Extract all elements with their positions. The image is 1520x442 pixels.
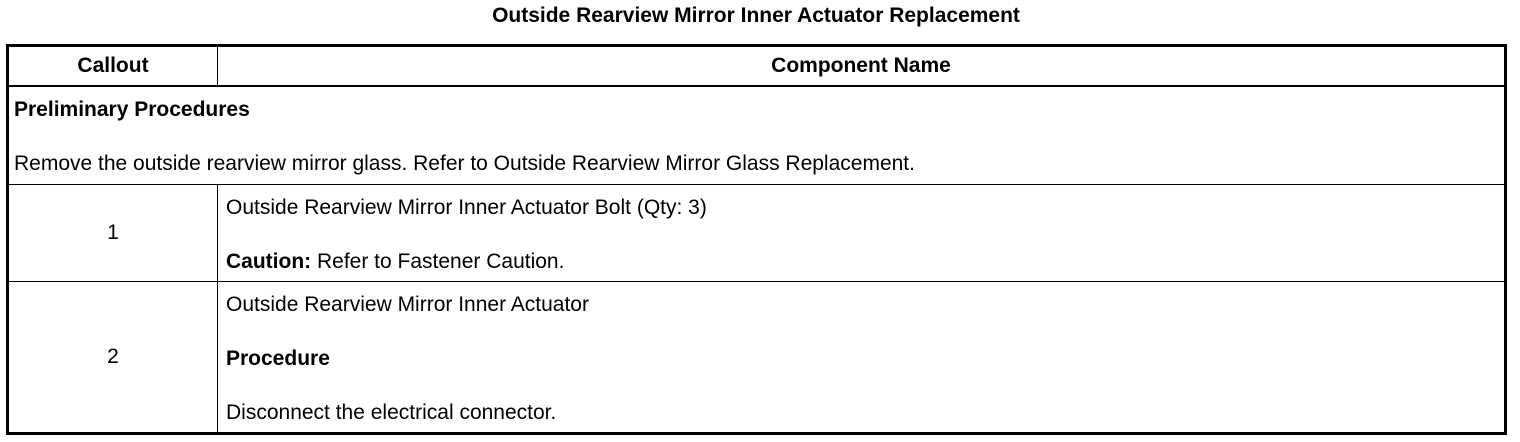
header-component-name: Component Name: [217, 45, 1506, 87]
component-cell: Outside Rearview Mirror Inner Actuator P…: [217, 280, 1506, 434]
procedure-table: Callout Component Name Preliminary Proce…: [6, 44, 1507, 435]
component-cell: Outside Rearview Mirror Inner Actuator B…: [217, 183, 1506, 282]
table-row: 2 Outside Rearview Mirror Inner Actuator…: [7, 280, 1506, 434]
component-name: Outside Rearview Mirror Inner Actuator: [226, 292, 589, 316]
procedure-step: Disconnect the electrical connector.: [226, 400, 557, 424]
preliminary-cell: Preliminary Procedures Remove the outsid…: [7, 85, 1506, 185]
caution-label: Caution:: [226, 249, 312, 273]
component-name: Outside Rearview Mirror Inner Actuator B…: [226, 195, 707, 219]
document-title: Outside Rearview Mirror Inner Actuator R…: [492, 4, 1020, 27]
callout-cell: 2: [7, 280, 218, 434]
table-header-row: Callout Component Name: [7, 45, 1506, 87]
preliminary-text: Remove the outside rearview mirror glass…: [14, 152, 915, 176]
preliminary-heading: Preliminary Procedures: [14, 98, 250, 122]
caution-text: Refer to Fastener Caution.: [311, 249, 565, 273]
procedure-label: Procedure: [226, 346, 330, 370]
preliminary-row: Preliminary Procedures Remove the outsid…: [7, 85, 1506, 185]
table-row: 1 Outside Rearview Mirror Inner Actuator…: [7, 183, 1506, 282]
callout-cell: 1: [7, 183, 218, 282]
header-callout: Callout: [7, 45, 218, 87]
caution-note: Caution: Refer to Fastener Caution.: [226, 250, 1504, 274]
